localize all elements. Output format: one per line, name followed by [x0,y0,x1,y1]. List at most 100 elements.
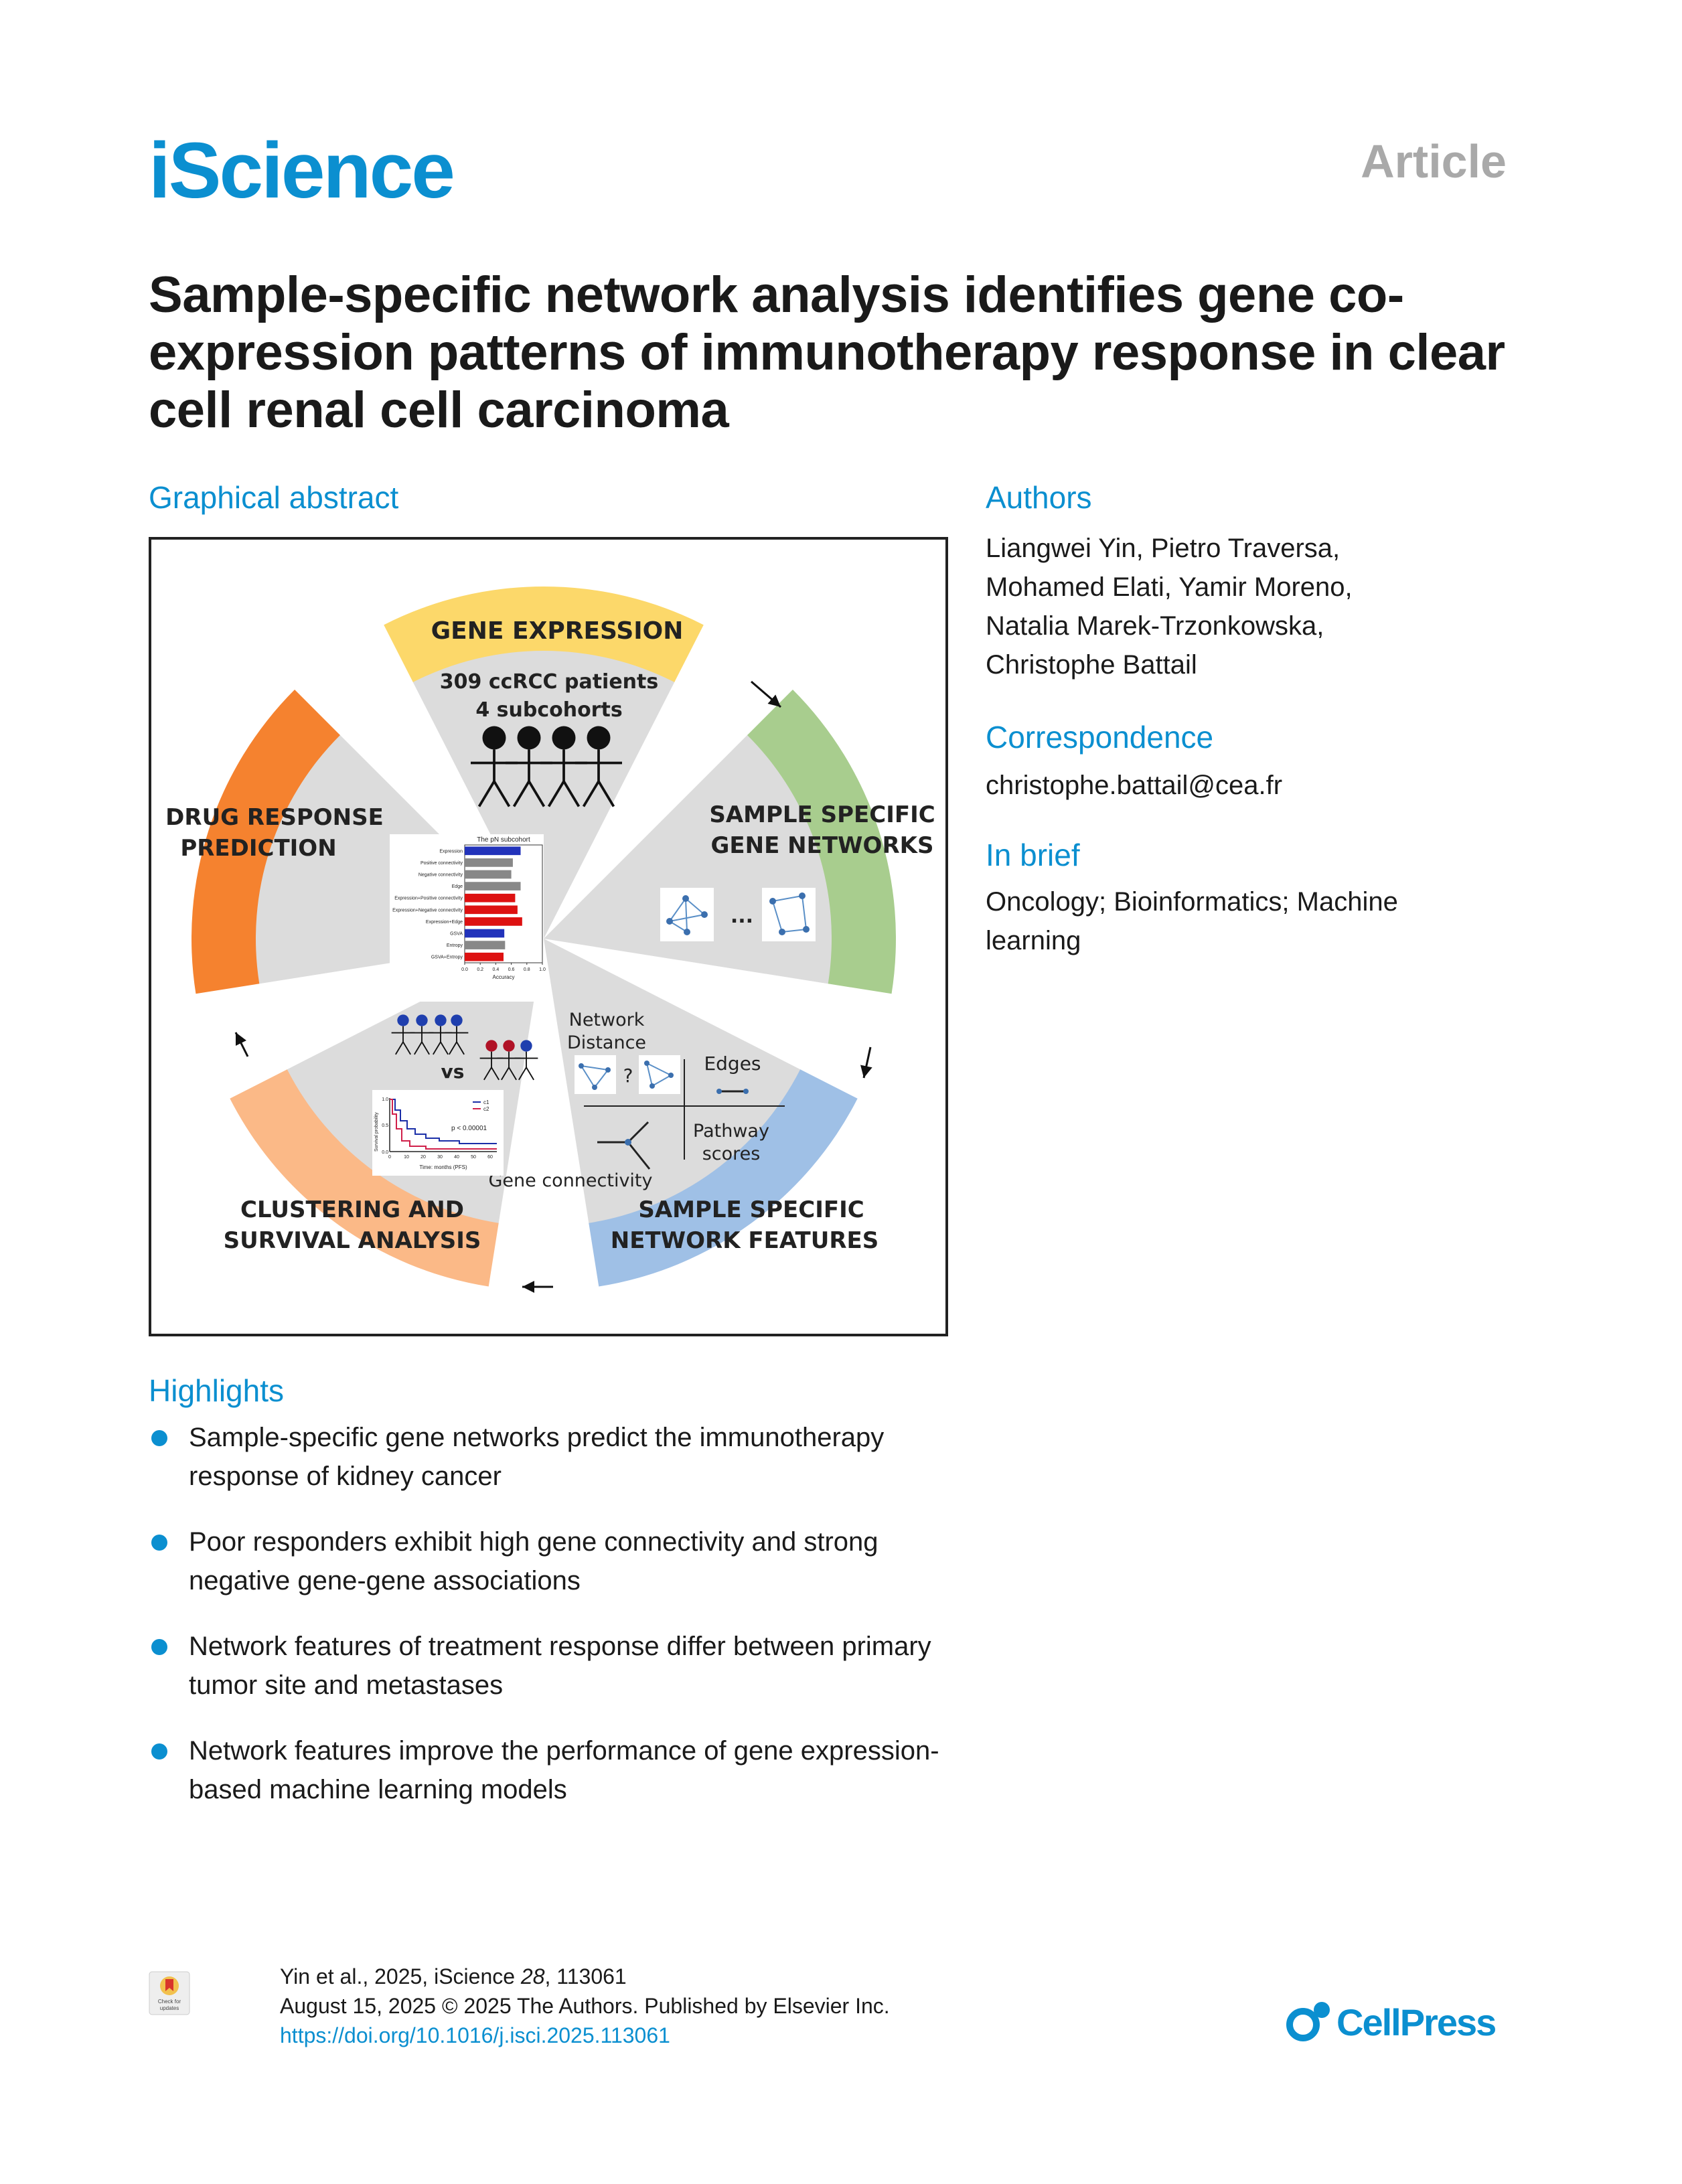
highlights-list: Sample-specific gene networks predict th… [149,1418,979,1836]
author-line: Liangwei Yin, Pietro Traversa, [986,534,1341,563]
citation-line: Yin et al., 2025, iScience 28, 113061 [280,1962,890,1991]
graphical-abstract-figure: GENE EXPRESSION 309 ccRCC patients 4 sub… [165,586,935,1293]
authors-list: Liangwei Yin, Pietro Traversa, Mohamed E… [986,529,1521,684]
chart-xlabel: Accuracy [493,974,515,980]
graphical-abstract-heading: Graphical abstract [149,480,399,515]
km-ytick: 1.0 [382,1097,388,1102]
km-xtick: 60 [487,1155,493,1160]
distance-question: ? [623,1065,633,1087]
citation-footer: Yin et al., 2025, iScience 28, 113061 Au… [280,1962,890,2050]
drug-response-label-2: PREDICTION [180,835,336,862]
badge-text-2: updates [160,2005,179,2011]
chart-xtick-label: 0.6 [508,967,515,972]
chart-xtick-label: 0.2 [477,967,483,972]
network-graph-icon [639,1055,680,1094]
network-graph-icon [762,888,816,941]
edge-icon [716,1089,749,1094]
journal-logo: iScience [149,127,455,215]
gene-networks-label-1: SAMPLE SPECIFIC [709,801,935,828]
highlight-item: Poor responders exhibit high gene connec… [149,1523,979,1600]
km-xtick: 50 [471,1155,476,1160]
pathway-label-2: scores [702,1144,761,1164]
correspondence-heading: Correspondence [986,720,1214,755]
chart-xtick-label: 0.0 [461,967,468,972]
bullet-icon [151,1743,167,1760]
paper-title: Sample-specific network analysis identif… [149,266,1505,439]
ring-clustering [230,1069,499,1287]
edges-label: Edges [704,1052,761,1075]
ring-gene_expression [384,586,704,682]
network-graph-icon [575,1055,616,1094]
bullet-icon [151,1430,167,1446]
km-xtick: 0 [388,1155,391,1160]
km-pvalue: p < 0.00001 [451,1125,487,1132]
author-line: Natalia Marek-Trzonkowska, [986,611,1324,641]
km-legend-c2: c2 [483,1106,489,1112]
copyright-line: August 15, 2025 © 2025 The Authors. Publ… [280,1994,890,2018]
chart-bar [465,882,521,890]
bullet-icon [151,1639,167,1655]
km-ytick: 0.0 [382,1150,388,1155]
km-legend-c1: c1 [483,1099,489,1105]
subcohorts-text: 4 subcohorts [475,698,622,722]
chart-category-label: Expression+Positive connectivity [394,896,463,901]
chart-bar [465,846,521,856]
in-brief-text: Oncology; Bioinformatics; Machine learni… [986,887,1398,955]
chart-title: The pN subcohort [477,836,530,844]
publisher-name: CellPress [1336,2001,1495,2043]
flow-arrow-icon [860,1046,872,1079]
km-xlabel: Time: months (PFS) [419,1164,467,1170]
chart-xtick-label: 0.8 [524,967,530,972]
cellpress-logo: CellPress [1286,2001,1497,2043]
chart-bar [465,917,522,926]
chart-plot-frame [464,844,543,963]
chart-bar [465,870,512,879]
patients-text: 309 ccRCC patients [440,670,658,694]
chart-xtick-label: 1.0 [539,967,546,972]
chart-bar [465,929,505,938]
chart-bar [465,893,516,903]
network-features-label-1: SAMPLE SPECIFIC [638,1196,864,1223]
network-distance-label-2: Distance [567,1032,646,1053]
chart-category-label: Expression+Negative connectivity [392,908,463,913]
citation-article-number: , 113061 [544,1964,627,1988]
pathway-label-1: Pathway [693,1121,769,1142]
correspondence-email[interactable]: christophe.battail@cea.fr [986,771,1283,800]
citation-volume: 28 [520,1964,545,1988]
author-line: Christophe Battail [986,650,1197,680]
wedge-sample_networks [544,734,833,984]
chart-category-label: Negative connectivity [418,873,463,878]
chart-category-label: GSVA+Entropy [431,955,463,960]
cellpress-mark-icon [1286,2002,1330,2041]
highlight-text: Poor responders exhibit high gene connec… [189,1527,878,1595]
ring-sample_networks [747,690,896,994]
flow-arrow-icon [751,680,781,708]
highlight-item: Network features of treatment response d… [149,1627,979,1705]
km-xtick: 30 [437,1155,443,1160]
chart-bar [465,858,513,867]
author-line: Mohamed Elati, Yamir Moreno, [986,572,1353,602]
networks-ellipsis: ... [731,905,753,928]
bullet-icon [151,1535,167,1551]
chart-category-label: Expression+Edge [426,920,463,925]
patient-figures-icon [471,726,622,807]
badge-text-1: Check for [158,1999,181,2005]
network-features-label-2: NETWORK FEATURES [611,1227,878,1254]
highlights-heading: Highlights [149,1373,284,1408]
highlight-text: Network features improve the performance… [189,1736,939,1804]
chart-bar [465,905,518,915]
check-for-updates-icon[interactable]: Check for updates [149,1971,190,2015]
km-ytick: 0.5 [382,1123,388,1128]
chart-category-label: Expression [439,849,463,854]
graphical-abstract: GENE EXPRESSION 309 ccRCC patients 4 sub… [149,537,948,1336]
clustering-label-2: SURVIVAL ANALYSIS [224,1227,481,1254]
gene-connectivity-icon [597,1121,651,1170]
chart-bar [465,941,506,949]
chart-category-label: Positive connectivity [420,861,463,866]
chart-category-label: Entropy [447,943,463,948]
doi-link[interactable]: https://doi.org/10.1016/j.isci.2025.1130… [280,2023,670,2047]
km-xtick: 40 [454,1155,459,1160]
highlight-text: Network features of treatment response d… [189,1632,931,1700]
highlight-text: Sample-specific gene networks predict th… [189,1423,885,1491]
